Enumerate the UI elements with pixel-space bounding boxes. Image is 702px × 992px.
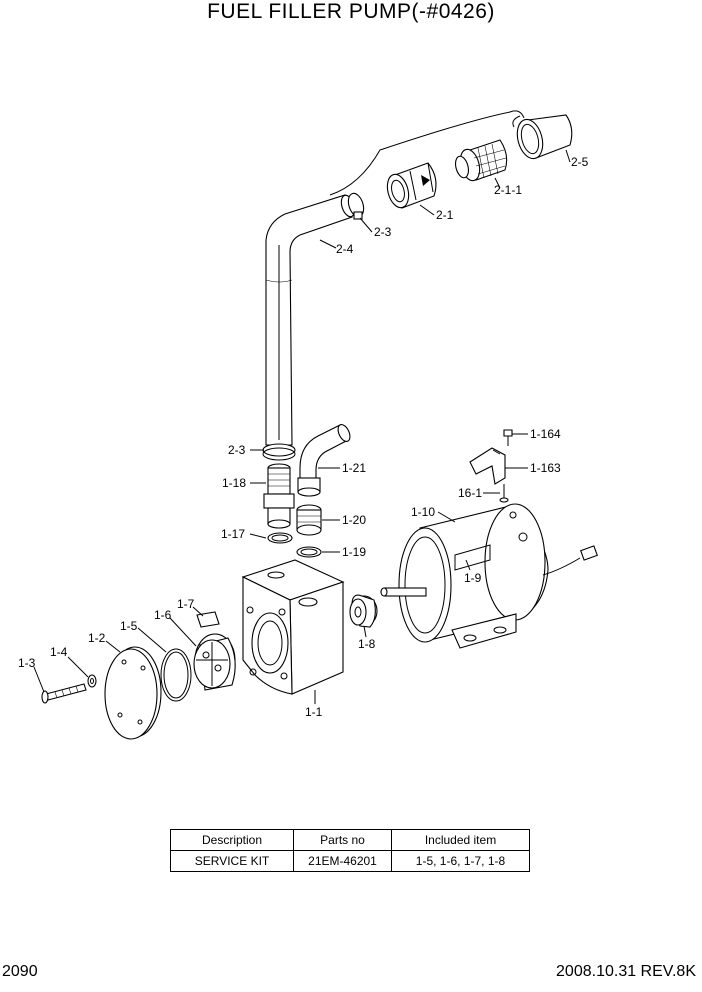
part-1-10-motor [380,503,598,649]
table-header-row: Description Parts no Included item [170,829,530,851]
label-1-4: 1-4 [50,645,68,659]
revision-date: 2008.10.31 REV.8K [556,963,696,980]
table-cell: 21EM-46201 [293,850,392,872]
label-1-20: 1-20 [342,513,366,527]
column-header: Parts no [293,829,392,851]
table-cell: SERVICE KIT [170,850,294,872]
label-1-7: 1-7 [177,597,195,611]
lanyard-wire [329,110,525,196]
part-1-2-cover-plate [104,646,162,740]
column-header: Included item [391,829,530,851]
label-16-1: 16-1 [458,486,482,500]
label-2-3-bottom: 2-3 [228,443,246,457]
label-1-164: 1-164 [530,427,561,441]
part-2-1-1-strainer [454,139,508,182]
part-2-3-clamp-top [347,192,365,220]
label-1-18: 1-18 [222,476,246,490]
label-1-1: 1-1 [305,705,323,719]
label-2-4: 2-4 [336,242,354,256]
part-1-21-elbow [297,424,351,497]
part-1-20-fitting [296,504,322,536]
label-1-21: 1-21 [342,461,366,475]
part-1-3-bolt [41,683,87,704]
label-1-10: 1-10 [411,505,435,519]
page-title: FUEL FILLER PUMP(-#0426) [207,0,495,23]
leader-lines [33,149,571,704]
label-1-6: 1-6 [154,608,172,622]
table-row: SERVICE KIT 21EM-46201 1-5, 1-6, 1-7, 1-… [170,850,530,872]
part-1-7-key [196,611,220,628]
part-2-5-nozzle [512,114,573,160]
part-1-1-pump-body [241,559,345,695]
label-1-5: 1-5 [120,619,138,633]
part-1-5-oring [160,648,192,702]
label-2-3-top: 2-3 [374,225,392,239]
label-1-8: 1-8 [358,637,376,651]
part-1-164-screw [503,429,513,446]
label-2-1: 2-1 [436,208,454,222]
part-2-3-clamp-bottom [262,443,296,461]
part-1-8-coupling [349,594,378,628]
part-1-6-rotor [193,633,236,691]
page-number: 2090 [2,963,38,980]
label-1-17: 1-17 [221,527,245,541]
part-1-163-bracket [469,447,506,485]
service-kit-table: Description Parts no Included item SERVI… [170,829,530,872]
label-1-2: 1-2 [88,631,106,645]
table-cell: 1-5, 1-6, 1-7, 1-8 [391,850,530,872]
label-1-19: 1-19 [342,545,366,559]
part-1-18-fitting [263,463,295,529]
label-1-163: 1-163 [530,461,561,475]
label-1-3: 1-3 [18,656,36,670]
column-header: Description [170,829,294,851]
part-16-1-pin [499,484,509,503]
label-1-9: 1-9 [464,571,482,585]
part-1-4-washer [87,674,97,688]
part-2-4-hose [265,194,356,446]
label-2-5: 2-5 [571,155,589,169]
part-2-1-check-valve [386,162,437,209]
label-2-1-1: 2-1-1 [494,183,522,197]
